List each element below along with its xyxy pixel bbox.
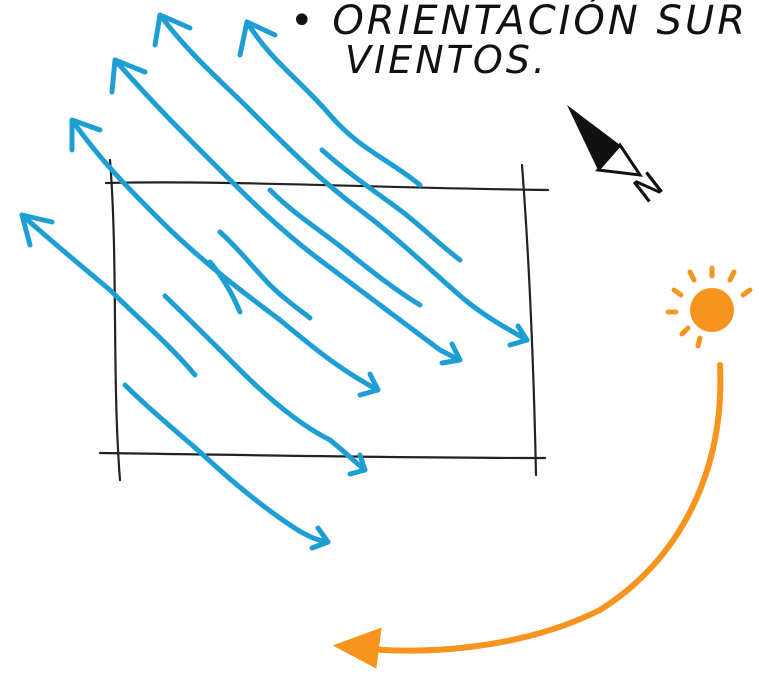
outline-top-line bbox=[104, 181, 550, 192]
outline-right-line bbox=[520, 163, 538, 477]
wind-arrow-2-head bbox=[152, 12, 193, 48]
north-arrow-dark-half bbox=[567, 105, 620, 170]
sun-ray bbox=[727, 269, 737, 283]
north-arrow-icon bbox=[567, 105, 644, 177]
wind-arrow-8 bbox=[217, 229, 313, 321]
building-outline bbox=[98, 158, 550, 482]
wind-arrow-1-head bbox=[237, 19, 278, 58]
sun-disc bbox=[690, 288, 734, 332]
wind-arrows bbox=[19, 12, 530, 551]
wind-arrow-5-head bbox=[19, 212, 55, 248]
wind-arrow-5 bbox=[19, 212, 198, 378]
wind-arrow-7 bbox=[267, 187, 423, 308]
sun-path-head bbox=[332, 627, 382, 669]
sun-ray bbox=[687, 269, 697, 283]
wind-arrow-1 bbox=[244, 19, 423, 188]
annotation-text-2: VIENTOS. bbox=[345, 38, 548, 82]
north-arrow-light-half bbox=[594, 142, 644, 177]
sun-path-arrow bbox=[332, 362, 724, 669]
outline-left-line bbox=[108, 158, 122, 482]
annotation-line-2: VIENTOS. bbox=[345, 38, 548, 82]
annotation-bullet: • bbox=[290, 0, 317, 44]
wind-arrow-3-tip bbox=[439, 341, 463, 366]
outline-bottom-line bbox=[98, 451, 547, 460]
wind-arrow-4-head bbox=[69, 117, 103, 153]
wind-arrow-10 bbox=[122, 382, 331, 545]
wind-arrow-9 bbox=[162, 293, 368, 473]
wind-arrow-11 bbox=[207, 259, 243, 315]
sun-ray bbox=[671, 287, 684, 298]
wind-arrow-2 bbox=[157, 12, 530, 343]
wind-arrow-10-tip bbox=[309, 525, 331, 551]
wind-arrow-6 bbox=[319, 147, 463, 263]
sun-ray bbox=[679, 325, 691, 337]
wind-arrow-3-head bbox=[109, 57, 148, 95]
annotation-text-1: ORIENTACIÓN SUR bbox=[332, 0, 749, 44]
sun-path-arc bbox=[357, 362, 724, 654]
wind-arrow-3 bbox=[112, 57, 463, 363]
wind-arrow-2-tip bbox=[507, 323, 530, 348]
annotation-line-1: • ORIENTACIÓN SUR bbox=[290, 0, 748, 44]
sun-ray bbox=[740, 287, 753, 298]
sun-icon bbox=[665, 265, 753, 349]
sun-ray bbox=[695, 335, 703, 349]
wind-arrow-9-tip bbox=[347, 452, 368, 477]
wind-arrow-4-tip bbox=[357, 371, 381, 398]
